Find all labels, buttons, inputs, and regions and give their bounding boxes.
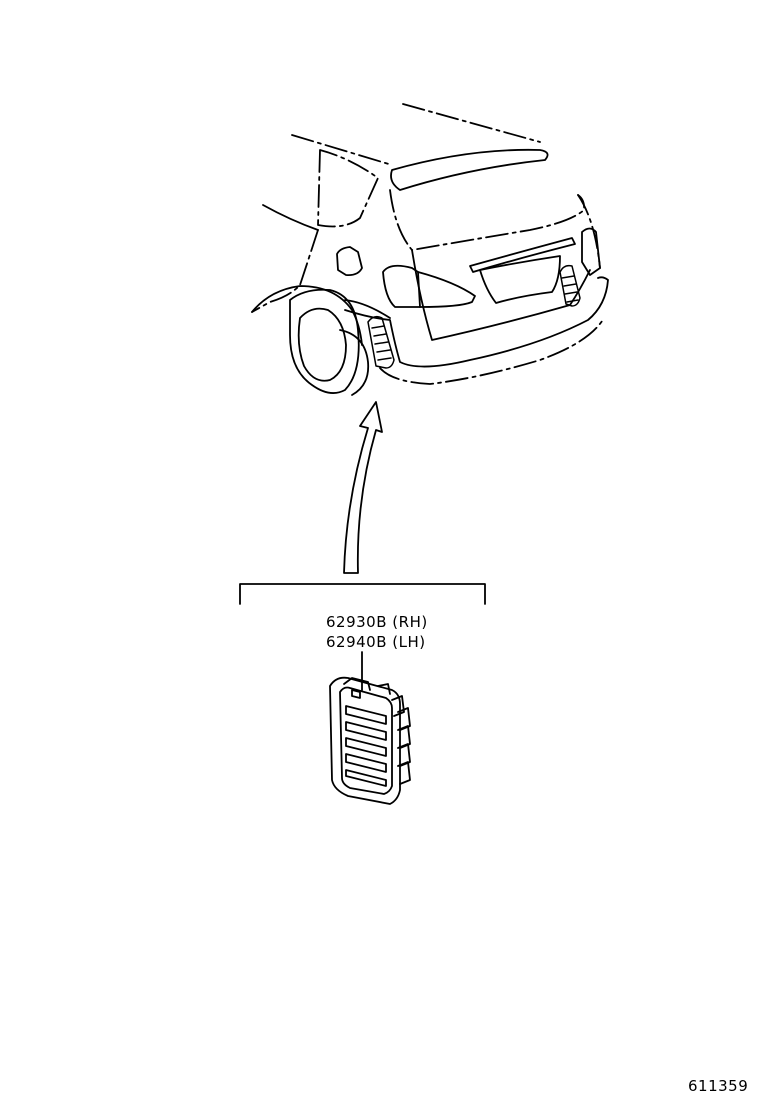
- tail-lamp-left: [382, 264, 476, 308]
- vent-part-drawing: [329, 676, 411, 805]
- rear-bumper-lower: [379, 317, 605, 385]
- roof-line: [291, 103, 541, 166]
- part-side-lh: (LH): [392, 633, 426, 651]
- vent-location-left: [367, 315, 395, 369]
- rear-spoiler: [390, 148, 549, 191]
- vent-location-right: [559, 264, 581, 307]
- side-window-outline: [317, 149, 379, 228]
- license-plate-recess: [479, 255, 561, 304]
- rear-wheel: [289, 288, 370, 396]
- rear-bumper: [344, 276, 609, 368]
- pointer-arrow: [343, 401, 383, 574]
- wheel-arch: [251, 285, 363, 346]
- part-label-rh: 62930B (RH): [326, 614, 428, 631]
- side-belt-line: [262, 204, 319, 231]
- liftgate-edge: [411, 249, 591, 341]
- illustration-number: 611359: [688, 1077, 749, 1095]
- fuel-door: [336, 246, 363, 277]
- vent-louvers: [345, 705, 387, 787]
- callout-bracket: [239, 583, 486, 605]
- vehicle-rear-illustration: [251, 103, 609, 396]
- part-number-rh: 62930B: [326, 613, 388, 631]
- part-number-lh: 62940B: [326, 633, 388, 651]
- rear-garnish: [469, 237, 576, 273]
- quarter-panel: [251, 229, 319, 313]
- tail-lamp-right: [581, 227, 601, 276]
- part-label-lh: 62940B (LH): [326, 634, 426, 651]
- rear-glass: [389, 189, 586, 251]
- rear-glass-inner: [577, 194, 601, 269]
- part-side-rh: (RH): [392, 613, 428, 631]
